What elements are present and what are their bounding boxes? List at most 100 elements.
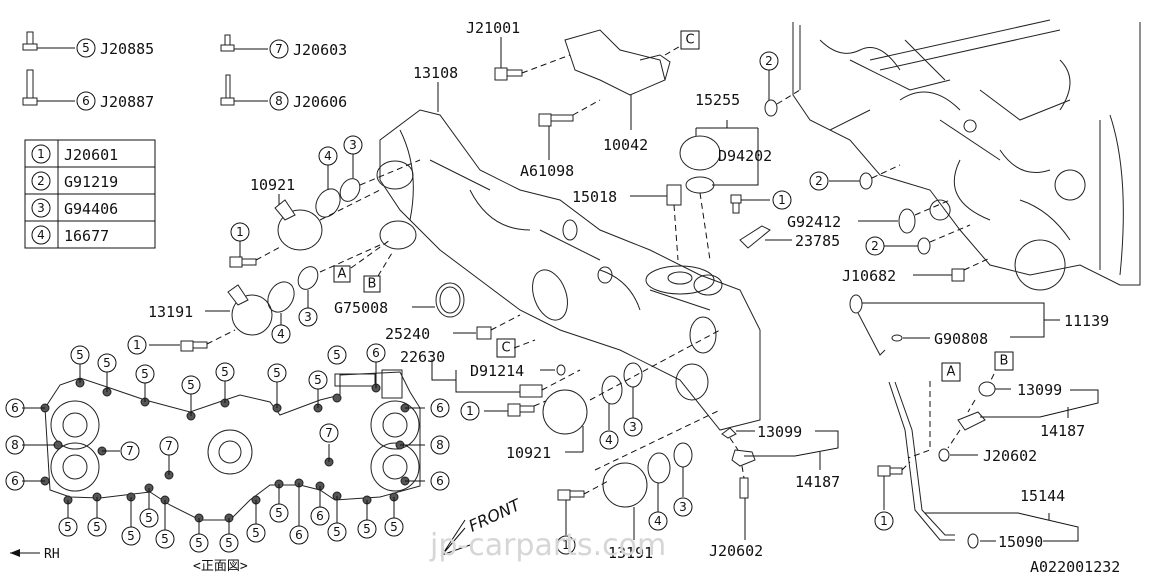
bolt-icon (22, 69, 38, 106)
callout-circle (623, 417, 643, 437)
callout-circle (181, 375, 201, 395)
callout-number[interactable]: 5 (225, 536, 233, 550)
callout-number[interactable]: 1 (778, 193, 786, 207)
callout-number[interactable]: 6 (11, 474, 19, 488)
ref-box-b-right[interactable]: B (1000, 354, 1009, 369)
callout-number[interactable]: 5 (76, 348, 84, 362)
callout-number[interactable]: 5 (161, 532, 169, 546)
callout-number[interactable]: 6 (316, 509, 324, 523)
callout-number[interactable]: 2 (871, 239, 879, 253)
ref-box-a-right[interactable]: A (947, 365, 956, 380)
callout-8: 8 (275, 94, 283, 108)
callout-number[interactable]: 5 (187, 378, 195, 392)
callout-number[interactable]: 1 (562, 538, 570, 552)
callout-number[interactable]: 6 (11, 401, 19, 415)
callout-circle (874, 511, 894, 531)
callout-number[interactable]: 4 (654, 514, 662, 528)
bolt-icon (220, 34, 235, 52)
callout-circle (759, 51, 779, 71)
part-label-15144[interactable]: 15144 (1020, 487, 1065, 505)
callout-number[interactable]: 4 (605, 433, 613, 447)
part-label-10921-upper[interactable]: 10921 (250, 176, 295, 194)
part-label-D94202[interactable]: D94202 (718, 147, 772, 165)
callout-circle (70, 345, 90, 365)
callout-number[interactable]: 1 (880, 514, 888, 528)
callout-number[interactable]: 3 (349, 138, 357, 152)
callout-number[interactable]: 4 (324, 149, 332, 163)
callout-number[interactable]: 7 (126, 444, 134, 458)
callout-number[interactable]: 5 (363, 522, 371, 536)
part-label-13191-lower[interactable]: 13191 (608, 544, 653, 562)
part-label-23785[interactable]: 23785 (795, 232, 840, 250)
part-label-14187-right[interactable]: 14187 (1040, 422, 1085, 440)
part-label-10921-lower[interactable]: 10921 (506, 444, 551, 462)
part-label-G90808[interactable]: G90808 (934, 330, 988, 348)
part-label-13191-upper[interactable]: 13191 (148, 303, 193, 321)
callout-number[interactable]: 1 (133, 338, 141, 352)
callout-number[interactable]: 3 (679, 500, 687, 514)
callout-number[interactable]: 5 (141, 367, 149, 381)
ref-part-4[interactable]: 16677 (64, 227, 109, 245)
callout-number[interactable]: 5 (390, 520, 398, 534)
part-label-G92412[interactable]: G92412 (787, 213, 841, 231)
part-label-A61098[interactable]: A61098 (520, 162, 574, 180)
ref-num-4: 4 (37, 228, 45, 242)
part-label-15018[interactable]: 15018 (572, 188, 617, 206)
callout-number[interactable]: 1 (236, 225, 244, 239)
part-label-J21001[interactable]: J21001 (466, 19, 520, 37)
part-label-J20885[interactable]: J20885 (100, 40, 154, 58)
callout-number[interactable]: 5 (64, 520, 72, 534)
part-label-13099-right[interactable]: 13099 (1017, 381, 1062, 399)
callout-number[interactable]: 1 (466, 404, 474, 418)
part-label-15090[interactable]: 15090 (998, 533, 1043, 551)
callout-number[interactable]: 3 (629, 420, 637, 434)
part-label-25240[interactable]: 25240 (385, 325, 430, 343)
part-label-J20606[interactable]: J20606 (293, 93, 347, 111)
callout-number[interactable]: 5 (252, 526, 260, 540)
callout-number[interactable]: 7 (165, 439, 173, 453)
callout-number[interactable]: 7 (325, 426, 333, 440)
ref-box-c-lower[interactable]: C (501, 341, 510, 356)
part-label-10042[interactable]: 10042 (603, 136, 648, 154)
part-label-G75008[interactable]: G75008 (334, 299, 388, 317)
callout-number[interactable]: 5 (127, 529, 135, 543)
part-label-J20602-right[interactable]: J20602 (983, 447, 1037, 465)
ref-box-b-left[interactable]: B (368, 277, 377, 292)
part-label-J10682[interactable]: J10682 (842, 267, 896, 285)
callout-number[interactable]: 3 (304, 310, 312, 324)
part-label-22630[interactable]: 22630 (400, 348, 445, 366)
part-label-13108[interactable]: 13108 (413, 64, 458, 82)
callout-number[interactable]: 5 (195, 536, 203, 550)
part-label-15255[interactable]: 15255 (695, 91, 740, 109)
part-label-J20602-middle[interactable]: J20602 (709, 542, 763, 560)
callout-number[interactable]: 6 (436, 401, 444, 415)
part-label-14187-middle[interactable]: 14187 (795, 473, 840, 491)
callout-number[interactable]: 5 (273, 366, 281, 380)
callout-number[interactable]: 6 (372, 346, 380, 360)
part-label-J20887[interactable]: J20887 (100, 93, 154, 111)
part-label-13099-middle[interactable]: 13099 (757, 423, 802, 441)
callout-number[interactable]: 5 (275, 506, 283, 520)
callout-number[interactable]: 5 (93, 520, 101, 534)
ref-box-c-top[interactable]: C (685, 33, 694, 48)
callout-number[interactable]: 5 (221, 365, 229, 379)
ref-box-a-left[interactable]: A (338, 267, 347, 282)
ref-part-1[interactable]: J20601 (64, 146, 118, 164)
callout-number[interactable]: 2 (815, 174, 823, 188)
part-label-J20603[interactable]: J20603 (293, 41, 347, 59)
callout-number[interactable]: 5 (333, 525, 341, 539)
part-label-D91214[interactable]: D91214 (470, 362, 524, 380)
part-label-11139[interactable]: 11139 (1064, 312, 1109, 330)
callout-number[interactable]: 5 (333, 348, 341, 362)
callout-number[interactable]: 4 (277, 327, 285, 341)
callout-number[interactable]: 5 (314, 373, 322, 387)
callout-number[interactable]: 8 (436, 438, 444, 452)
ref-part-2[interactable]: G91219 (64, 173, 118, 191)
ref-part-3[interactable]: G94406 (64, 200, 118, 218)
callout-number[interactable]: 8 (11, 438, 19, 452)
callout-number[interactable]: 6 (436, 474, 444, 488)
callout-number[interactable]: 2 (765, 54, 773, 68)
callout-number[interactable]: 6 (295, 528, 303, 542)
callout-number[interactable]: 5 (145, 511, 153, 525)
callout-number[interactable]: 5 (103, 356, 111, 370)
